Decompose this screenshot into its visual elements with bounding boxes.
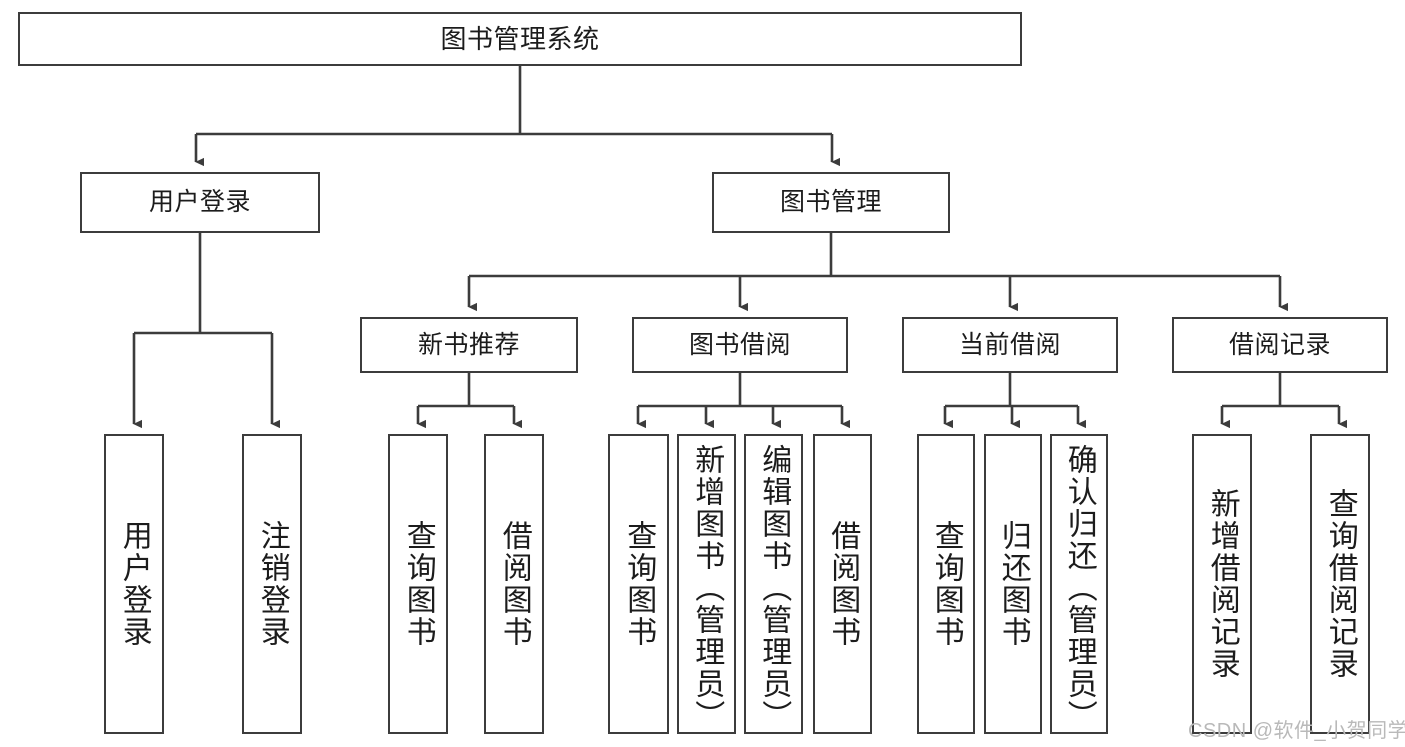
node-book-management-label: 图书管理 xyxy=(779,188,882,216)
node-current-borrow-label: 当前借阅 xyxy=(958,330,1061,359)
leaf-recommend-query-book-label: 查询图书 xyxy=(401,520,435,648)
node-current-borrow[interactable]: 当前借阅 xyxy=(902,317,1118,373)
leaf-query-borrow-record-label: 查询借阅记录 xyxy=(1323,488,1357,680)
leaf-recommend-borrow-book[interactable]: 借阅图书 xyxy=(484,434,544,734)
node-book-management[interactable]: 图书管理 xyxy=(712,172,950,233)
node-book-borrow[interactable]: 图书借阅 xyxy=(632,317,848,373)
leaf-confirm-return-admin[interactable]: 确认归还（管理员） xyxy=(1050,434,1108,734)
leaf-borrow-query-book-label: 查询图书 xyxy=(622,520,656,648)
leaf-add-book-admin-label: 新增图书（管理员） xyxy=(690,444,724,732)
leaf-add-borrow-record-label: 新增借阅记录 xyxy=(1205,488,1239,680)
leaf-return-book-label: 归还图书 xyxy=(996,520,1030,648)
leaf-confirm-return-admin-label: 确认归还（管理员） xyxy=(1062,444,1096,732)
leaf-user-login[interactable]: 用户登录 xyxy=(104,434,164,734)
node-root[interactable]: 图书管理系统 xyxy=(18,12,1022,66)
leaf-add-borrow-record[interactable]: 新增借阅记录 xyxy=(1192,434,1252,734)
leaf-recommend-query-book[interactable]: 查询图书 xyxy=(388,434,448,734)
leaf-logout-label: 注销登录 xyxy=(255,520,289,648)
leaf-logout[interactable]: 注销登录 xyxy=(242,434,302,734)
leaf-query-borrow-record[interactable]: 查询借阅记录 xyxy=(1310,434,1370,734)
leaf-recommend-borrow-book-label: 借阅图书 xyxy=(497,520,531,648)
node-user-login-label: 用户登录 xyxy=(148,188,251,216)
node-new-book-recommend[interactable]: 新书推荐 xyxy=(360,317,578,373)
leaf-edit-book-admin-label: 编辑图书（管理员） xyxy=(757,444,791,732)
leaf-user-login-label: 用户登录 xyxy=(117,520,151,648)
leaf-borrow-query-book[interactable]: 查询图书 xyxy=(608,434,669,734)
node-user-login[interactable]: 用户登录 xyxy=(80,172,320,233)
node-borrow-record[interactable]: 借阅记录 xyxy=(1172,317,1388,373)
leaf-current-query-book[interactable]: 查询图书 xyxy=(917,434,975,734)
watermark: CSDN @软件_小贺同学 xyxy=(1188,720,1405,742)
leaf-borrow-borrow-book[interactable]: 借阅图书 xyxy=(813,434,872,734)
leaf-borrow-borrow-book-label: 借阅图书 xyxy=(826,520,860,648)
leaf-current-query-book-label: 查询图书 xyxy=(929,520,963,648)
leaf-edit-book-admin[interactable]: 编辑图书（管理员） xyxy=(744,434,803,734)
node-root-label: 图书管理系统 xyxy=(440,24,600,54)
node-borrow-record-label: 借阅记录 xyxy=(1228,330,1331,359)
leaf-add-book-admin[interactable]: 新增图书（管理员） xyxy=(677,434,736,734)
node-new-book-recommend-label: 新书推荐 xyxy=(417,330,520,359)
leaf-return-book[interactable]: 归还图书 xyxy=(984,434,1042,734)
node-book-borrow-label: 图书借阅 xyxy=(688,330,791,359)
